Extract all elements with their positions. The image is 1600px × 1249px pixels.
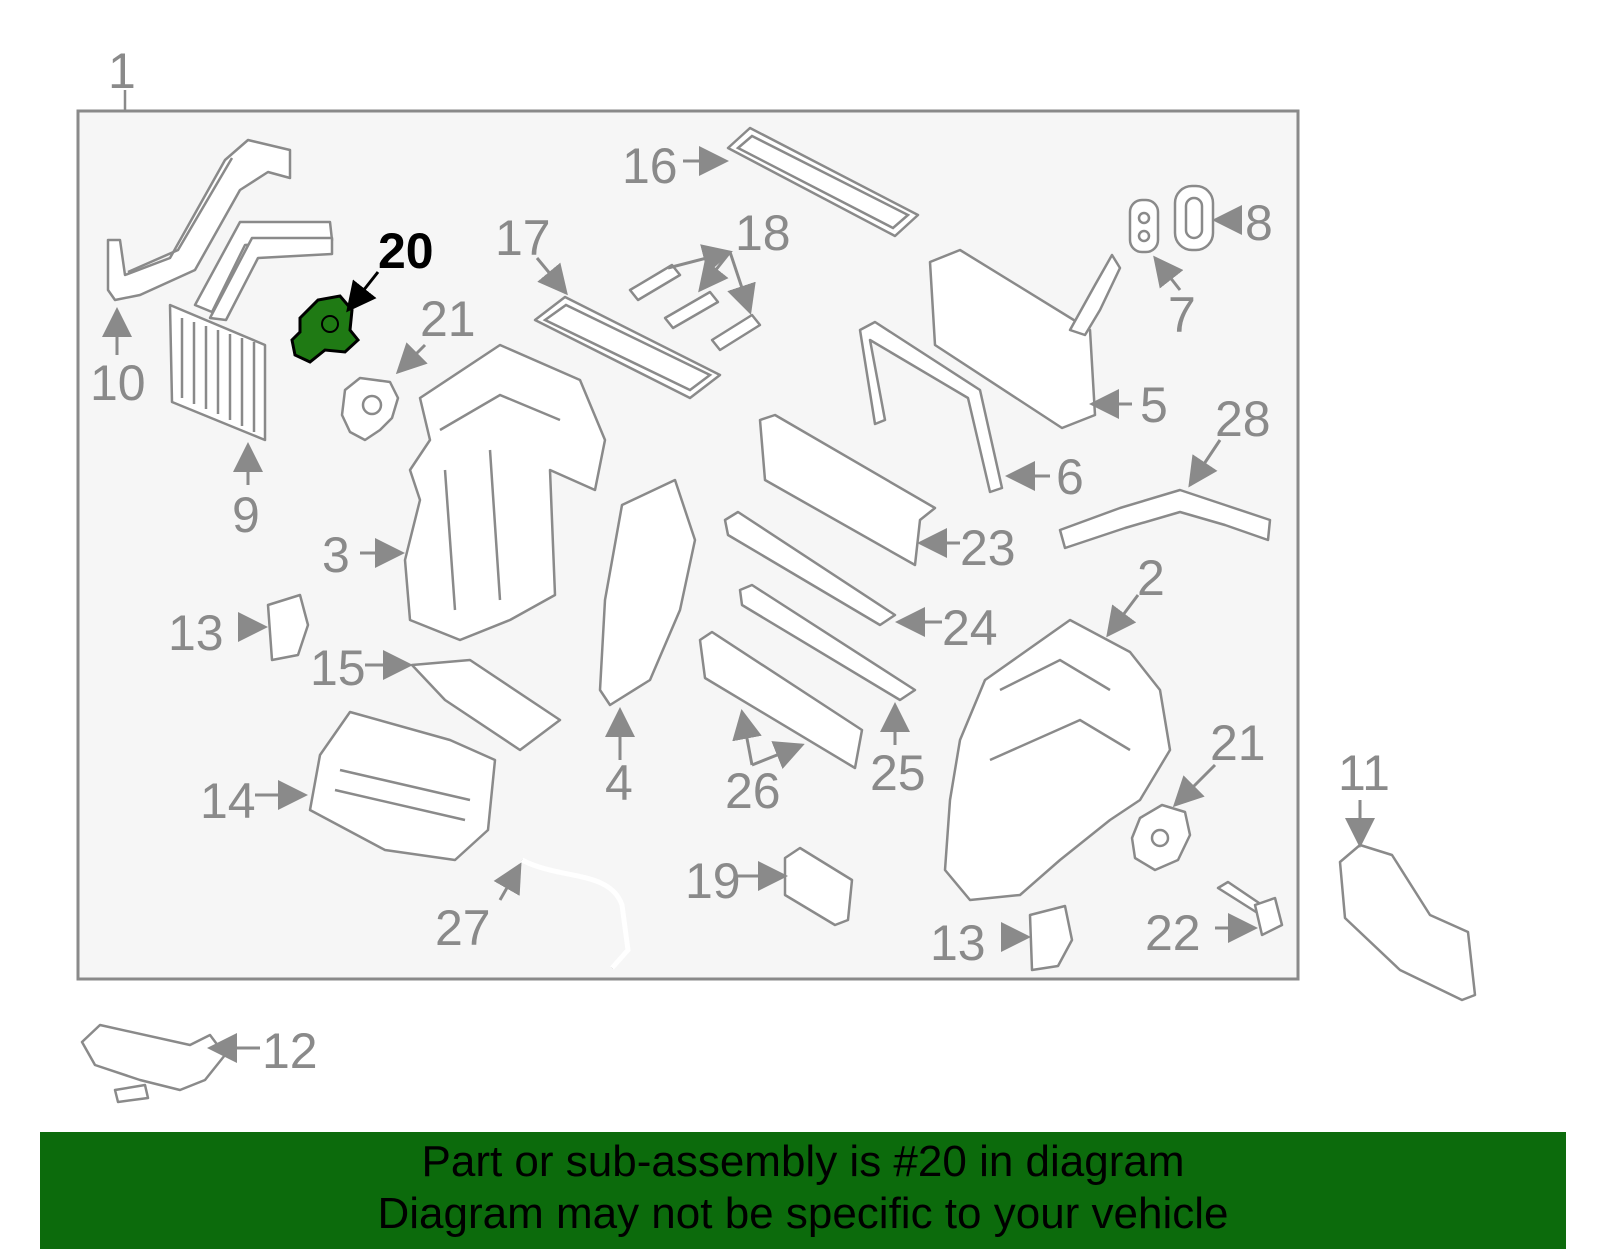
callout-24: 24 (942, 600, 998, 656)
part-12-duct (80, 1023, 227, 1104)
part-28-hose (1058, 488, 1272, 550)
callout-23: 23 (960, 520, 1016, 576)
callout-arrows (102, 146, 1375, 1063)
part-4-panel (598, 478, 697, 707)
callout-15: 15 (310, 640, 366, 696)
part-9-heater-core (168, 220, 334, 442)
callout-26: 26 (725, 763, 781, 819)
callout-25: 25 (870, 745, 926, 801)
callout-16: 16 (622, 138, 678, 194)
banner-line-2: Diagram may not be specific to your vehi… (377, 1189, 1229, 1238)
part-15-tray (410, 658, 562, 752)
callout-11: 11 (1338, 745, 1390, 801)
callout-labels: 1 10 9 20 21 3 13 15 14 17 16 18 4 5 6 7… (90, 43, 1390, 1079)
callout-18: 18 (735, 205, 791, 261)
callout-13-right: 13 (930, 915, 986, 971)
callout-13-left: 13 (168, 605, 224, 661)
callout-4: 4 (605, 755, 633, 811)
part-22-sensor (1216, 880, 1284, 937)
callout-28: 28 (1215, 391, 1271, 447)
part-26-door (698, 630, 864, 770)
part-14-housing (308, 710, 497, 862)
part-21-actuator-right (1130, 803, 1192, 872)
part-3-case-left (403, 343, 607, 642)
part-19-seal (783, 846, 854, 927)
part-20-actuator-highlighted (290, 294, 361, 364)
banner-line-1: Part or sub-assembly is #20 in diagram (421, 1137, 1185, 1186)
callout-19: 19 (685, 853, 741, 909)
part-25-door (738, 583, 917, 702)
callout-7: 7 (1168, 287, 1196, 343)
callout-21-left: 21 (420, 291, 476, 347)
part-11-duct (1338, 843, 1477, 1002)
part-6-seal (858, 320, 1004, 494)
callout-9: 9 (232, 487, 260, 543)
callout-10: 10 (90, 355, 146, 411)
part-21-actuator-left (340, 376, 400, 442)
callout-5: 5 (1140, 377, 1168, 433)
callout-2: 2 (1137, 550, 1165, 606)
callout-21-right: 21 (1210, 715, 1266, 771)
part-13-grommet-right (1028, 904, 1074, 972)
callout-6: 6 (1056, 449, 1084, 505)
part-18-clips (628, 263, 762, 352)
callout-22: 22 (1145, 905, 1201, 961)
part-7-grommet (1128, 198, 1160, 254)
part-2-case-right (943, 618, 1172, 902)
callout-8: 8 (1245, 195, 1273, 251)
part-16-filter (726, 126, 920, 238)
part-13-grommet-left (266, 593, 310, 662)
part-27-hose (520, 857, 631, 970)
part-24-door (723, 510, 897, 627)
callout-17: 17 (495, 210, 551, 266)
callout-1: 1 (108, 43, 136, 99)
part-10-heater-pipe (106, 138, 292, 302)
part-23-door (758, 413, 937, 567)
callout-20-highlighted: 20 (378, 223, 434, 279)
callout-27: 27 (435, 900, 491, 956)
part-8-grommet (1173, 184, 1215, 252)
part-17-filter (533, 295, 722, 400)
callout-3: 3 (322, 527, 350, 583)
info-banner: Part or sub-assembly is #20 in diagram D… (40, 1132, 1566, 1249)
callout-12: 12 (262, 1023, 318, 1079)
callout-14: 14 (200, 773, 256, 829)
